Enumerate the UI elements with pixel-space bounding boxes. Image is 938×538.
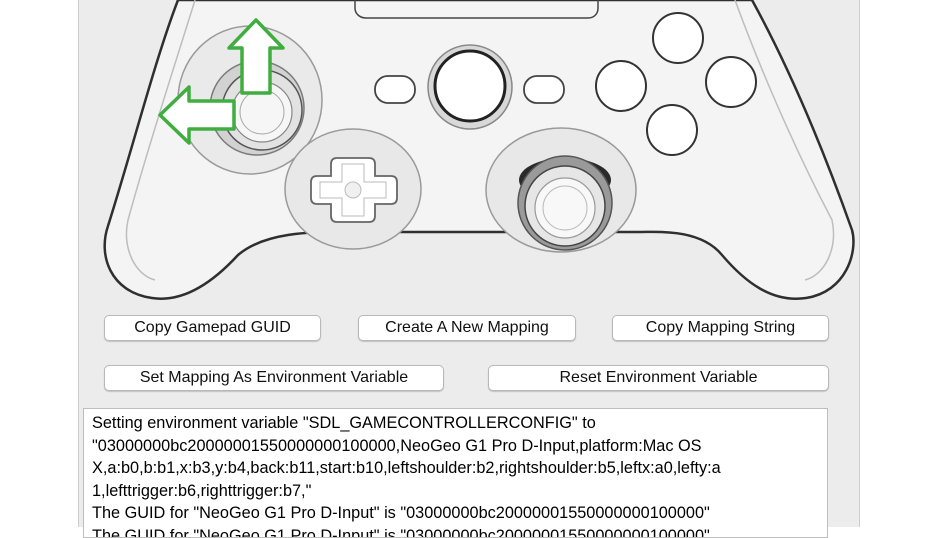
create-new-mapping-button[interactable]: Create A New Mapping [358,315,576,341]
green-left-arrow-icon [158,85,236,145]
face-button-x [595,60,647,112]
reset-env-variable-button[interactable]: Reset Environment Variable [488,365,829,391]
copy-gamepad-guid-button[interactable]: Copy Gamepad GUID [104,315,321,341]
log-line: The GUID for "NeoGeo G1 Pro D-Input" is … [92,504,710,523]
face-button-a [646,104,698,156]
log-line: 1,lefttrigger:b6,righttrigger:b7," [92,481,312,500]
log-output[interactable]: Setting environment variable "SDL_GAMECO… [83,408,828,538]
face-button-y [652,12,704,64]
green-up-arrow-icon [227,18,285,95]
log-line: Setting environment variable "SDL_GAMECO… [92,414,596,432]
log-line: X,a:b0,b:b1,x:b3,y:b4,back:b11,start:b10… [92,459,721,478]
back-button [374,75,416,104]
controller-illustration [103,0,855,300]
set-mapping-env-variable-button[interactable]: Set Mapping As Environment Variable [104,365,444,391]
dpad-icon [310,157,398,223]
log-line: "03000000bc20000001550000000100000,NeoGe… [92,436,702,455]
guide-button [433,49,507,123]
start-button [523,75,565,104]
copy-mapping-string-button[interactable]: Copy Mapping String [612,315,829,341]
controller-diagram [103,0,855,300]
face-button-b [705,56,757,108]
right-analog-stick-icon [517,155,613,251]
